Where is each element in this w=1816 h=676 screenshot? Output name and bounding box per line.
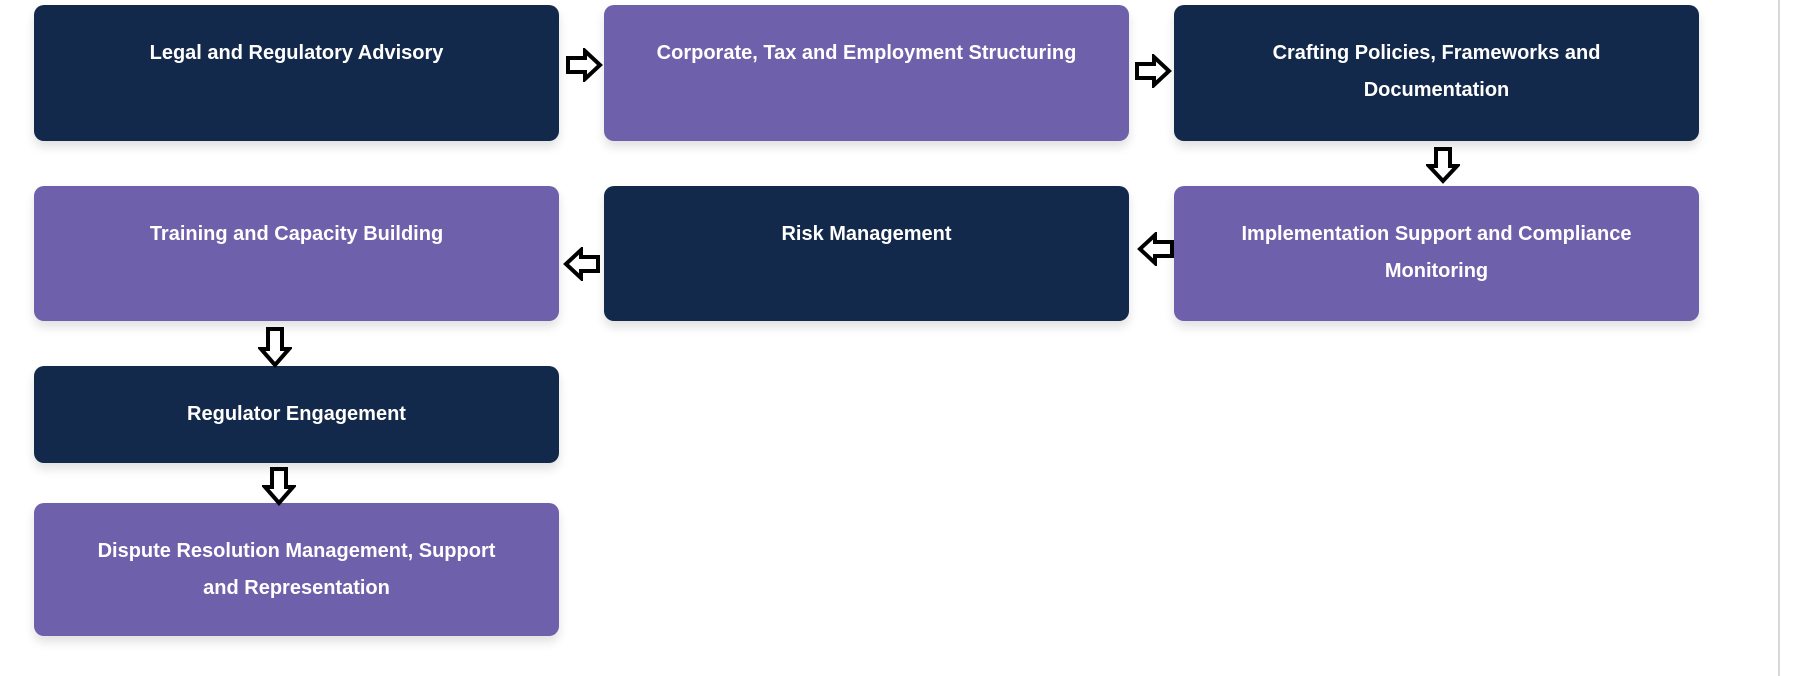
step-label: Regulator Engagement [187, 403, 406, 425]
arrow-left-icon [1137, 232, 1174, 266]
step-risk-management: Risk Management [604, 186, 1129, 321]
step-label: Legal and Regulatory Advisory [149, 42, 444, 64]
arrow-down-icon [258, 327, 292, 368]
arrow-right-icon [1135, 54, 1172, 88]
step-label: Corporate, Tax and Employment Structurin… [656, 42, 1077, 64]
step-label: Crafting Policies, Frameworks and Docume… [1272, 42, 1601, 101]
arrow-left-icon [563, 247, 600, 281]
step-crafting-policies: Crafting Policies, Frameworks and Docume… [1174, 5, 1699, 141]
arrow-right-icon [566, 48, 603, 82]
step-training-capacity: Training and Capacity Building [34, 186, 559, 321]
step-implementation-support: Implementation Support and Compliance Mo… [1174, 186, 1699, 321]
step-label: Dispute Resolution Management, Support a… [97, 540, 496, 599]
step-label: Training and Capacity Building [149, 223, 444, 245]
step-dispute-resolution: Dispute Resolution Management, Support a… [34, 503, 559, 636]
step-corporate-tax-employment: Corporate, Tax and Employment Structurin… [604, 5, 1129, 141]
step-regulator-engagement: Regulator Engagement [34, 366, 559, 463]
step-label: Risk Management [781, 223, 952, 245]
arrow-down-icon [262, 467, 296, 506]
arrow-down-icon [1426, 147, 1460, 184]
step-legal-regulatory-advisory: Legal and Regulatory Advisory [34, 5, 559, 141]
step-label: Implementation Support and Compliance Mo… [1241, 223, 1632, 282]
divider [1778, 0, 1780, 676]
